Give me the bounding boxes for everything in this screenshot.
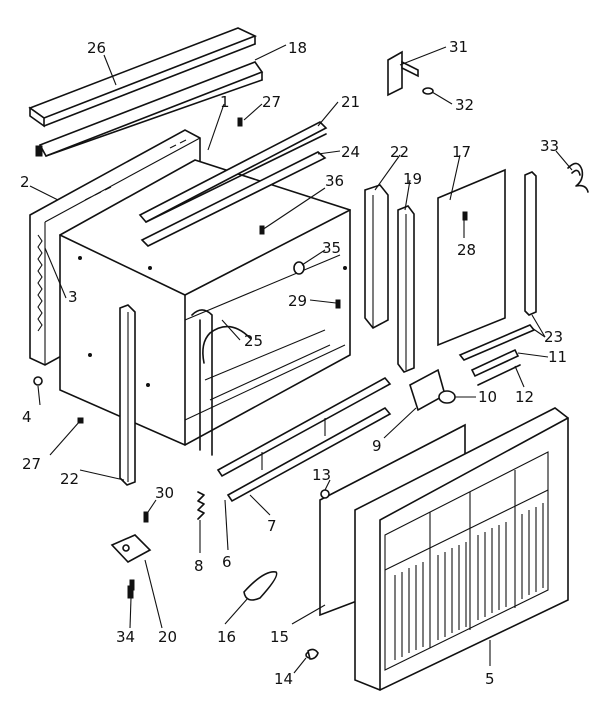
- callout-3: 3: [68, 288, 78, 306]
- part-24-strip: [140, 151, 327, 247]
- callout-25: 25: [244, 332, 263, 350]
- callout-30: 30: [155, 484, 174, 502]
- callout-6: 6: [222, 553, 232, 571]
- callout-28: 28: [457, 241, 476, 259]
- callout-21: 21: [341, 93, 360, 111]
- callout-32: 32: [455, 96, 474, 114]
- callout-15: 15: [270, 628, 289, 646]
- callout-19: 19: [403, 170, 422, 188]
- part-8-clip: [197, 491, 205, 520]
- callout-labels: 26 18 1 27 21 24 31 32 33 22 17 19 2 36 …: [20, 38, 567, 688]
- callout-1: 1: [220, 93, 230, 111]
- callout-17: 17: [452, 143, 471, 161]
- part-16-ring: [243, 571, 278, 601]
- part-20-bracket: [110, 534, 152, 599]
- part-31-bracket: [387, 50, 434, 97]
- part-13-clip: [320, 489, 330, 499]
- callout-22: 22: [390, 143, 409, 161]
- callout-22: 22: [60, 470, 79, 488]
- part-11-12-parts: [470, 348, 521, 386]
- callout-5: 5: [485, 670, 495, 688]
- callout-27: 27: [262, 93, 281, 111]
- callout-23: 23: [544, 328, 563, 346]
- part-5-front-grille: [354, 407, 569, 691]
- callout-4: 4: [22, 408, 32, 426]
- callout-31: 31: [449, 38, 468, 56]
- callout-27: 27: [22, 455, 41, 473]
- part-33-clip: [567, 162, 589, 193]
- part-18-channel: [35, 61, 264, 158]
- part-26-top-rail: [28, 27, 258, 128]
- callout-9: 9: [372, 437, 382, 455]
- callout-18: 18: [288, 39, 307, 57]
- part-6-louver-set: [216, 376, 392, 503]
- callout-8: 8: [194, 557, 204, 575]
- part-10-bracket: [409, 368, 456, 412]
- callout-11: 11: [548, 348, 567, 366]
- callout-7: 7: [267, 517, 277, 535]
- part-25-tube: [202, 325, 251, 364]
- callout-16: 16: [217, 628, 236, 646]
- part-22-left-rail: [119, 304, 136, 486]
- callout-2: 2: [20, 173, 30, 191]
- part-22-right-rail: [364, 184, 389, 330]
- leader-lines: [29, 44, 573, 674]
- callout-20: 20: [158, 628, 177, 646]
- part-17-panel: [437, 168, 506, 347]
- callout-29: 29: [288, 292, 307, 310]
- part-14-screw: [307, 648, 319, 660]
- callout-14: 14: [274, 670, 293, 688]
- callout-34: 34: [116, 628, 135, 646]
- callout-24: 24: [341, 143, 360, 161]
- callout-10: 10: [478, 388, 497, 406]
- callout-12: 12: [515, 388, 534, 406]
- callout-13: 13: [312, 466, 331, 484]
- callout-35: 35: [322, 239, 341, 257]
- callout-26: 26: [87, 39, 106, 57]
- part-21-rail: [138, 121, 328, 224]
- callout-33: 33: [540, 137, 559, 155]
- part-19-strip: [397, 205, 415, 373]
- callout-36: 36: [325, 172, 344, 190]
